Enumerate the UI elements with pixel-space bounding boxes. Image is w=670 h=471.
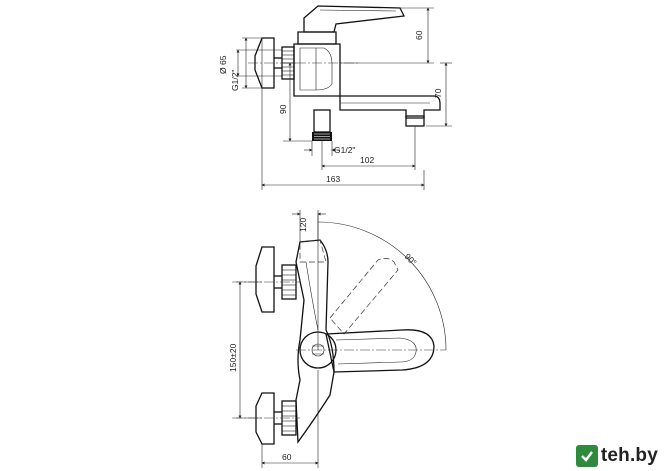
spout [339,95,441,119]
side-view: Ø 65 G1/2" 60 70 90 G1/2" 102 [218,5,452,190]
lever-handle [303,5,405,33]
diameter-label: Ø 65 [218,55,228,74]
lower-wall-flange [255,392,275,445]
rotation-arc [317,221,447,351]
mixer-body-front [295,239,335,444]
mixer-body [293,43,341,97]
handle-raised-outline [299,239,327,263]
watermark: teh.by [575,443,658,469]
handle-height-label: 60 [414,30,424,40]
wall-thread-label: G1/2" [230,70,240,91]
rotation-angle-label: 90° [403,251,419,267]
cartridge-cap [297,31,337,45]
front-view: 90° 120 150±20 60 [228,210,447,468]
upper-wall-flange [255,246,275,313]
wall-offset-label: 60 [282,452,292,462]
handle-clearance-label: 120 [298,218,308,232]
checkmark-icon [575,445,598,467]
center-distance-label: 150±20 [228,343,238,372]
outlet-drop-label: 90 [278,104,288,114]
spout-height-label: 70 [433,88,443,98]
diverter-outlet [313,109,331,133]
spout-reach-label: 102 [360,155,374,165]
outlet-thread-label: G1/2" [334,145,355,155]
lever-handle-front [325,329,435,373]
watermark-text: teh.by [600,445,658,466]
handle-rotated-outline [329,258,399,335]
total-depth-label: 163 [326,174,340,184]
